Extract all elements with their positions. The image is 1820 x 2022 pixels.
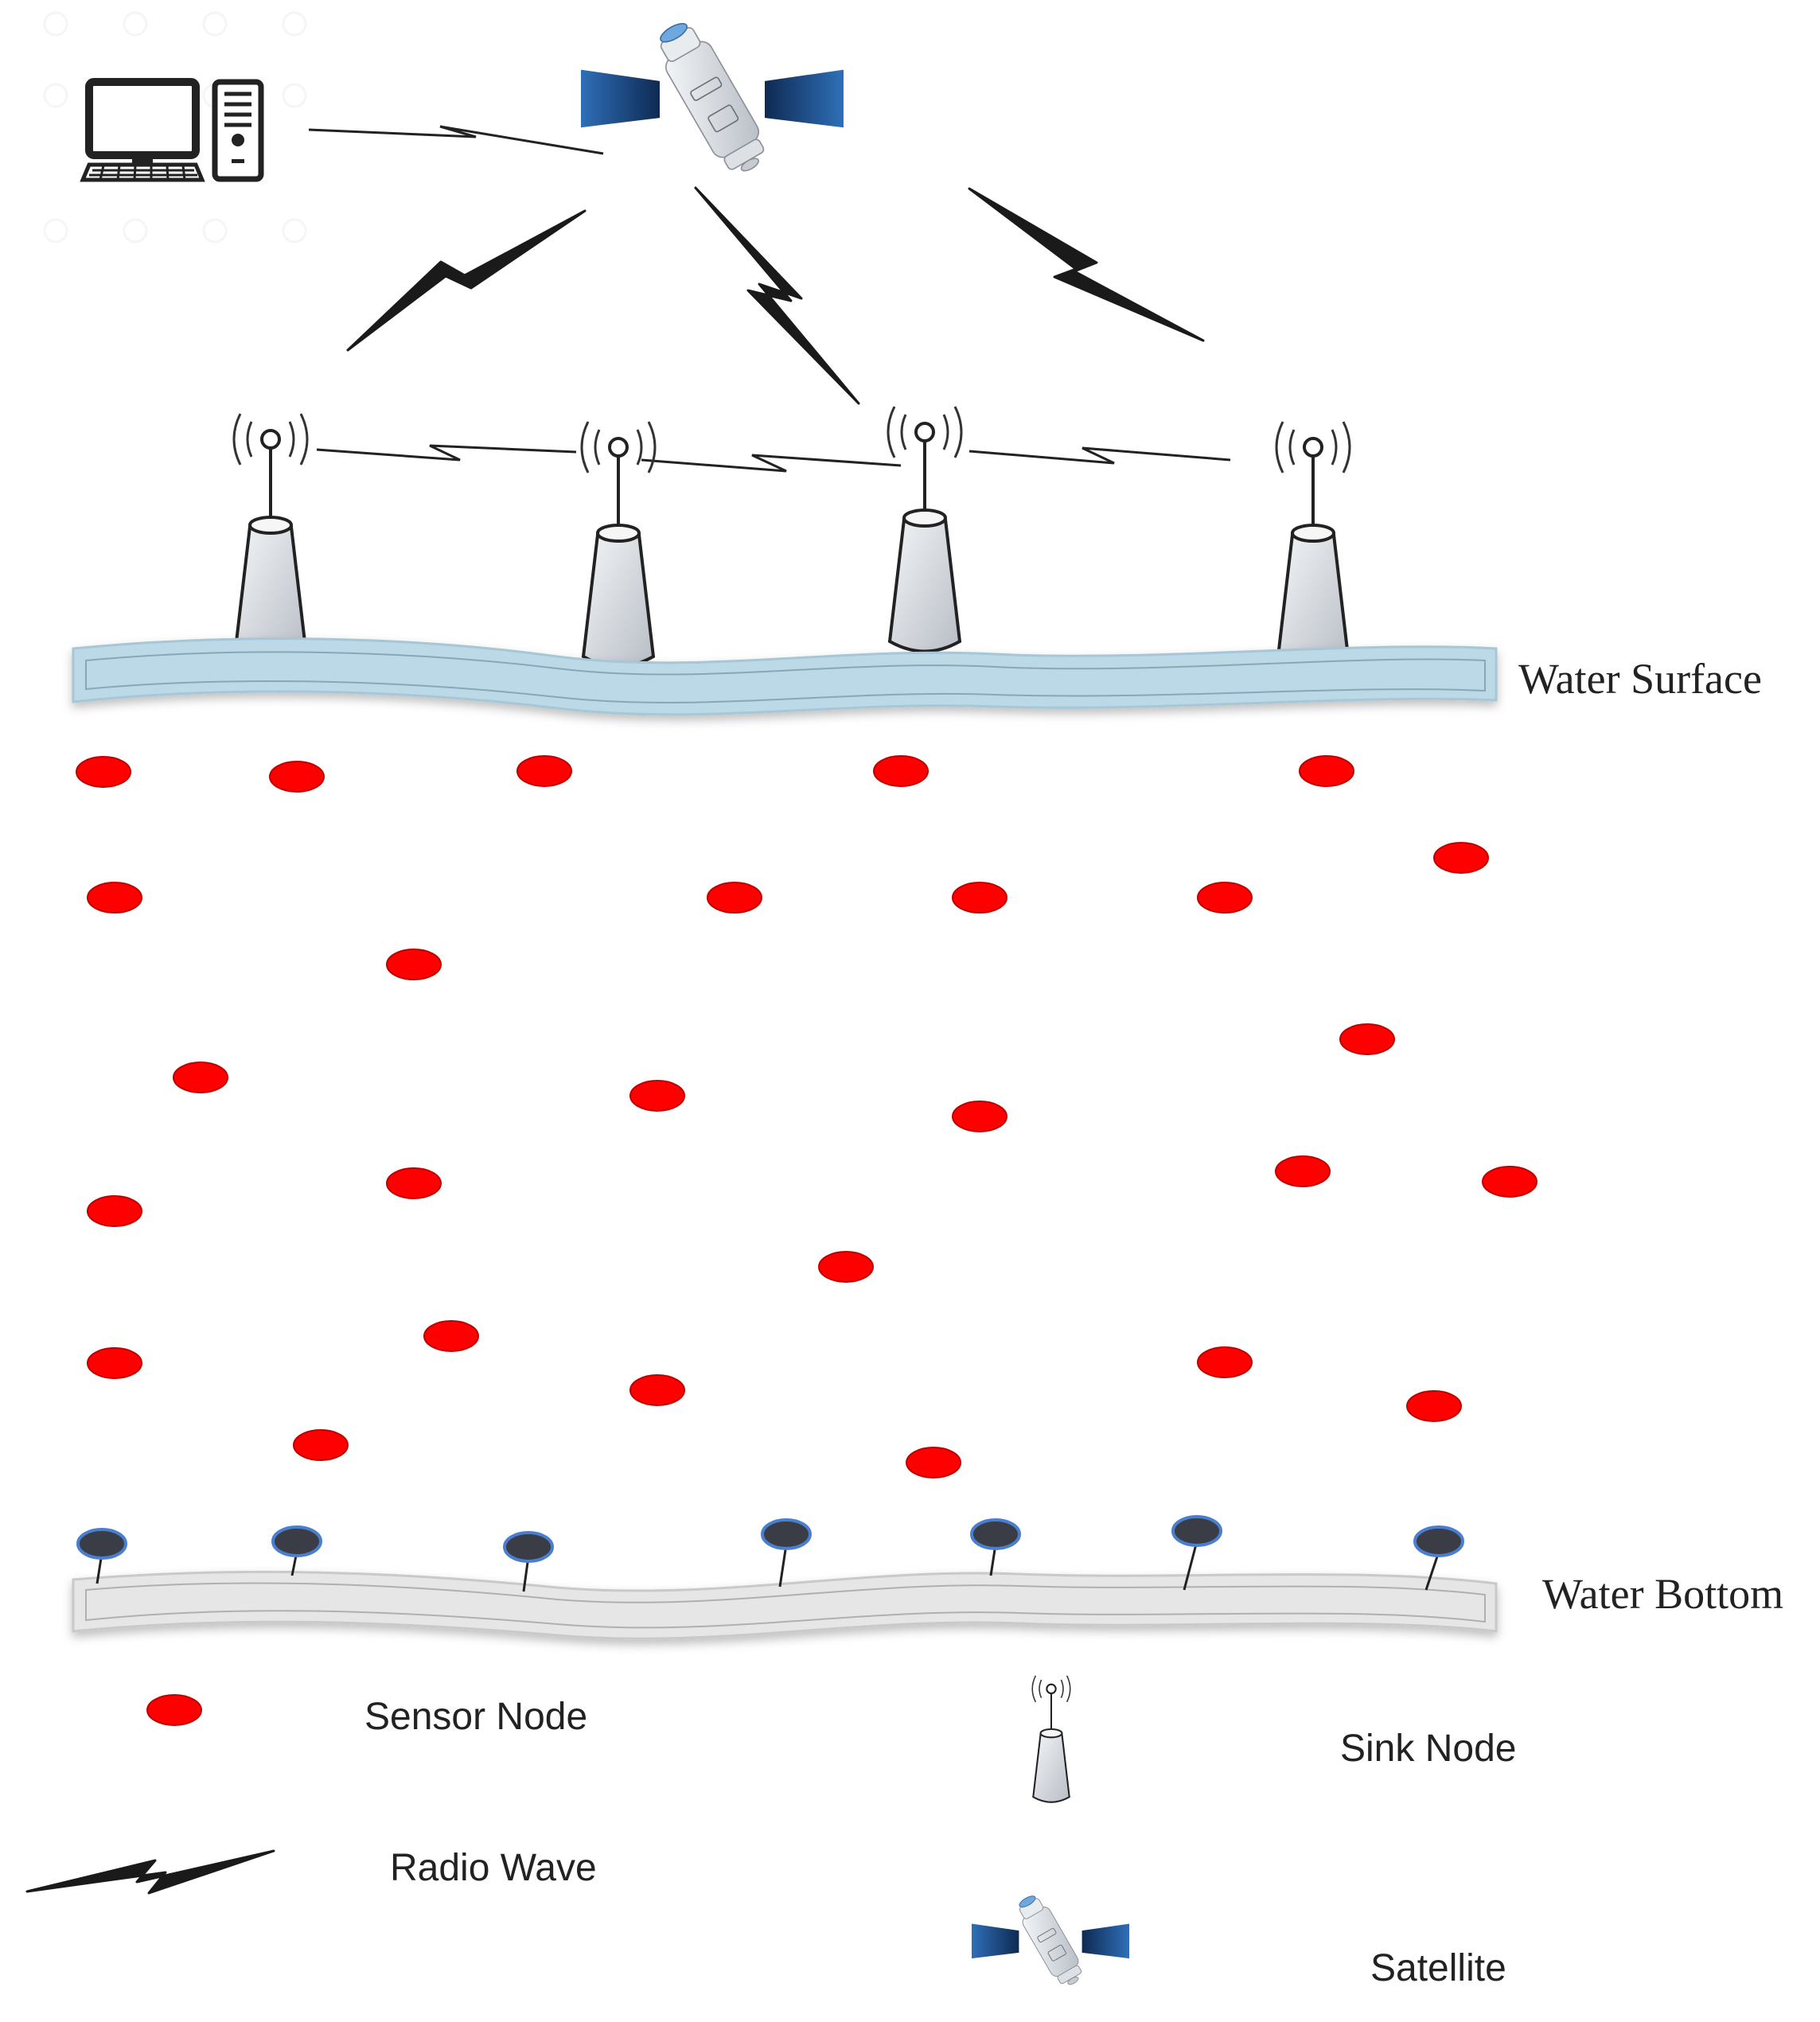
sensor-node bbox=[629, 1080, 685, 1112]
sensor-node bbox=[629, 1374, 685, 1406]
radio-bolt-left bbox=[346, 209, 587, 352]
water-surface-label: Water Surface bbox=[1518, 655, 1762, 703]
sensor-node bbox=[873, 755, 929, 787]
bottom-node-icon bbox=[970, 1518, 1021, 1576]
bottom-node-icon bbox=[761, 1518, 812, 1588]
computer-icon bbox=[80, 78, 264, 182]
sink-nodes bbox=[232, 405, 1351, 668]
radio-bolt-right bbox=[968, 187, 1205, 342]
sensor-node bbox=[516, 755, 572, 787]
sensor-node bbox=[87, 1347, 142, 1379]
radio-link-sink-3-4 bbox=[968, 446, 1231, 465]
sensor-node bbox=[952, 882, 1007, 914]
legend-sensor-node-label: Sensor Node bbox=[364, 1696, 588, 1738]
sensor-node bbox=[386, 1167, 442, 1199]
sensor-node bbox=[1433, 842, 1489, 874]
radio-bolt-center bbox=[694, 186, 860, 405]
radio-bolts bbox=[346, 186, 1205, 405]
sink-node-icon bbox=[232, 412, 309, 660]
legend-sink-node-label: Sink Node bbox=[1340, 1728, 1517, 1770]
sensor-node bbox=[87, 1195, 142, 1227]
sensor-node bbox=[386, 949, 442, 980]
radio-links bbox=[308, 125, 1231, 473]
water-bottom-label: Water Bottom bbox=[1542, 1570, 1784, 1618]
sink-node-icon bbox=[580, 420, 657, 668]
sensor-node bbox=[1275, 1155, 1331, 1187]
sink-node-icon bbox=[1275, 420, 1351, 668]
sensor-node bbox=[269, 761, 325, 793]
sensor-nodes bbox=[76, 755, 1537, 1479]
sensor-node bbox=[1197, 1346, 1253, 1378]
bottom-node-icon bbox=[1171, 1515, 1222, 1591]
sensor-node bbox=[87, 882, 142, 914]
legend-satellite-icon bbox=[971, 1890, 1130, 1992]
bottom-node-icon bbox=[503, 1531, 554, 1592]
sensor-node bbox=[906, 1447, 961, 1479]
sensor-node bbox=[173, 1062, 228, 1093]
legend-sink-node-icon bbox=[1031, 1674, 1071, 1803]
radio-link-computer-satellite bbox=[308, 125, 604, 155]
legend-sensor-node-icon bbox=[146, 1694, 202, 1726]
sensor-node bbox=[1482, 1166, 1537, 1198]
sensor-node bbox=[818, 1251, 874, 1283]
bottom-nodes bbox=[76, 1515, 1464, 1592]
legend-radio-wave-icon bbox=[25, 1849, 275, 1895]
sensor-node bbox=[1197, 882, 1253, 914]
sensor-node bbox=[952, 1101, 1007, 1132]
radio-link-sink-2-3 bbox=[641, 454, 902, 473]
sensor-node bbox=[1299, 755, 1354, 787]
bottom-node-icon bbox=[1413, 1525, 1464, 1591]
bottom-node-icon bbox=[76, 1528, 127, 1584]
water-bottom bbox=[72, 1570, 1498, 1640]
bottom-node-icon bbox=[271, 1525, 322, 1576]
sensor-node bbox=[1406, 1390, 1462, 1422]
sensor-node bbox=[76, 756, 131, 788]
sensor-node bbox=[1339, 1023, 1395, 1055]
water-surface bbox=[72, 637, 1498, 716]
sensor-node bbox=[423, 1320, 479, 1352]
legend-satellite-label: Satellite bbox=[1370, 1947, 1506, 1989]
sink-node-icon bbox=[887, 405, 963, 653]
radio-link-sink-1-2 bbox=[316, 444, 577, 462]
sensor-node bbox=[707, 882, 762, 914]
satellite-icon bbox=[580, 14, 844, 182]
watermark bbox=[43, 11, 307, 243]
legend-radio-wave-label: Radio Wave bbox=[390, 1847, 597, 1889]
sensor-node bbox=[293, 1429, 349, 1461]
